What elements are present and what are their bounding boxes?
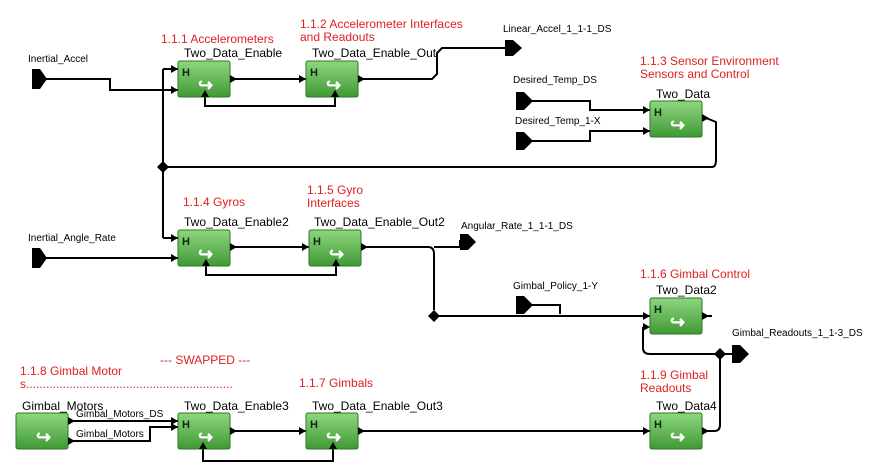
curved-arrow-icon: ↪ [670, 312, 685, 332]
curved-arrow-icon: ↪ [326, 427, 341, 447]
port-arrows [32, 40, 749, 363]
block-title-gimbal-motors: 1.1.8 Gimbal Motors.....................… [20, 364, 233, 391]
wires [45, 47, 732, 462]
h-icon: H [654, 107, 662, 119]
block-name: Two_Data_Enable [184, 46, 283, 60]
block-title-gimbal-control: 1.1.6 Gimbal Control [640, 267, 751, 281]
block-name: Two_Data_Enable_Out3 [312, 399, 443, 413]
curved-arrow-icon: ↪ [198, 427, 213, 447]
h-icon: H [654, 419, 662, 431]
block-name: Gimbal_Motors [22, 399, 104, 413]
block-gimbal-motors [15, 412, 69, 450]
curved-arrow-icon: ↪ [198, 244, 213, 264]
port-label-desired-temp-ds: Desired_Temp_DS [513, 75, 597, 86]
block-title-sensor-environment: 1.1.3 Sensor Environment Sensors and Con… [640, 54, 779, 81]
block-title-gimbal-readouts: 1.1.9 Gimbal Readouts [640, 368, 709, 395]
block-name: Two_Data4 [656, 399, 717, 413]
curved-arrow-icon: ↪ [36, 427, 51, 447]
port-label-angular-rate: Angular_Rate_1_1-1_DS [461, 221, 573, 232]
blocks [15, 60, 703, 450]
h-icon: H [313, 236, 321, 248]
port-label-linear-accel: Linear_Accel_1_1-1_DS [503, 24, 612, 35]
junctions [157, 161, 726, 360]
swapped-annotation: --- SWAPPED --- [160, 353, 251, 367]
block-title-accelerometer-interfaces: 1.1.2 Accelerometer Interfaces and Reado… [300, 17, 463, 44]
port-label-inertial-angle-rate: Inertial_Angle_Rate [28, 233, 116, 244]
port-label-desired-temp-1x: Desired_Temp_1-X [515, 116, 601, 127]
block-port-ticks [68, 65, 709, 449]
block-glyphs: H ↪ H ↪ H ↪ H ↪ H ↪ H ↪ ↪ H ↪ H ↪ H ↪ [36, 67, 685, 447]
h-icon: H [310, 67, 318, 79]
curved-arrow-icon: ↪ [329, 244, 344, 264]
h-icon: H [182, 67, 190, 79]
h-icon: H [654, 304, 662, 316]
port-label-gimbal-readouts: Gimbal_Readouts_1_1-3_DS [732, 328, 863, 339]
block-name: Two_Data_Enable_Out2 [314, 215, 445, 229]
port-label-gimbal-motors-ds: Gimbal_Motors_DS [76, 409, 164, 420]
h-icon: H [182, 236, 190, 248]
block-title-gyro-interfaces: 1.1.5 Gyro Interfaces [307, 183, 364, 210]
block-title-accelerometers: 1.1.1 Accelerometers [161, 32, 274, 46]
block-name: Two_Data2 [656, 283, 717, 297]
curved-arrow-icon: ↪ [198, 75, 213, 95]
port-label-gimbal-policy: Gimbal_Policy_1-Y [513, 281, 599, 292]
block-name: Two_Data_Enable_Out [312, 46, 437, 60]
block-name: Two_Data_Enable2 [184, 215, 289, 229]
block-title-gimbals: 1.1.7 Gimbals [299, 376, 374, 390]
h-icon: H [182, 419, 190, 431]
curved-arrow-icon: ↪ [326, 75, 341, 95]
block-title-gyros: 1.1.4 Gyros [183, 195, 246, 209]
h-icon: H [310, 419, 318, 431]
port-label-inertial-accel: Inertial_Accel [28, 54, 89, 65]
curved-arrow-icon: ↪ [670, 115, 685, 135]
curved-arrow-icon: ↪ [670, 427, 685, 447]
block-name: Two_Data_Enable3 [184, 399, 289, 413]
block-name: Two_Data [656, 87, 711, 101]
port-label-gimbal-motors: Gimbal_Motors [76, 429, 144, 440]
